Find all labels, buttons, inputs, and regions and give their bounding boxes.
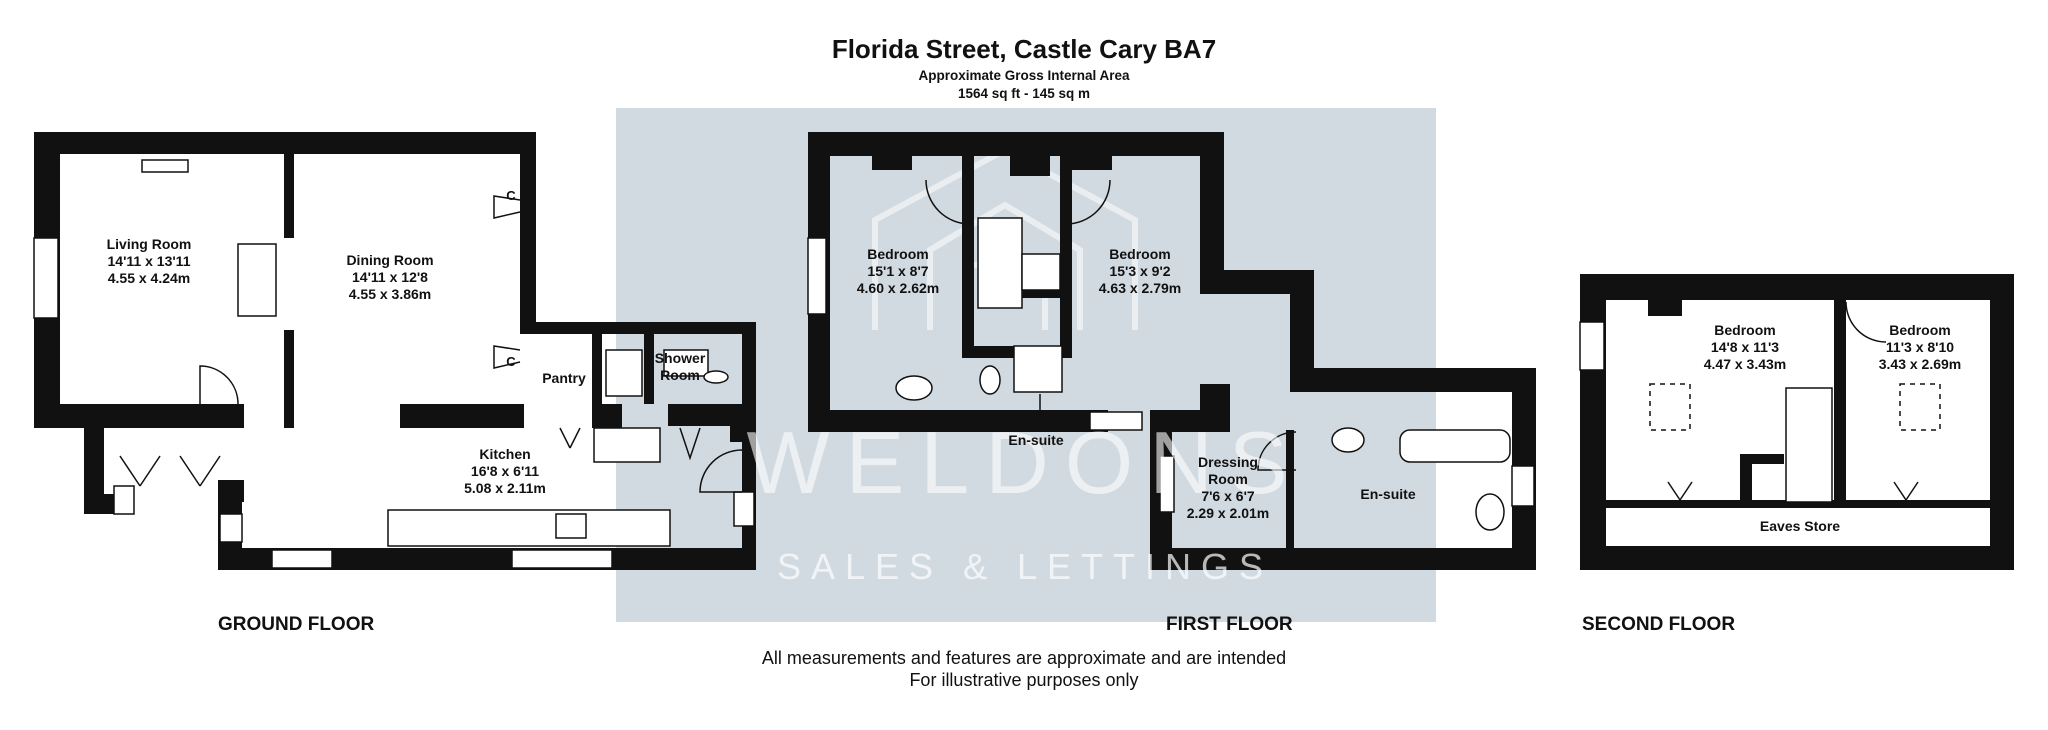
- watermark-brand: WELDONS: [746, 413, 1304, 512]
- disclaimer-line-1: All measurements and features are approx…: [761, 648, 1287, 668]
- room-name: Dining Room: [346, 252, 434, 268]
- room-name: Bedroom: [1714, 322, 1776, 338]
- ground-floor-doors: [119, 195, 743, 493]
- first-floor-ensuite-1-label: En-suite: [1008, 432, 1064, 448]
- first-floor-doors: [925, 179, 1297, 471]
- living-room-label: Living Room 14'11 x 13'11 4.55 x 4.24m: [94, 236, 204, 287]
- room-imperial: 16'8 x 6'11: [470, 463, 540, 479]
- room-metric: 4.63 x 2.79m: [1098, 280, 1182, 296]
- room-name: Bedroom: [867, 246, 929, 262]
- dressing-room-label: Dressing Room 7'6 x 6'7 2.29 x 2.01m: [1178, 454, 1278, 522]
- first-floor-bedroom-2-label: Bedroom 15'3 x 9'2 4.63 x 2.79m: [1090, 246, 1190, 297]
- room-name-line1: Shower: [654, 350, 706, 366]
- room-imperial: 7'6 x 6'7: [1201, 488, 1255, 504]
- room-name-line1: Dressing: [1198, 454, 1258, 470]
- room-metric: 2.29 x 2.01m: [1186, 505, 1270, 521]
- room-imperial: 14'11 x 13'11: [107, 253, 191, 269]
- disclaimer-line-2: For illustrative purposes only: [909, 670, 1139, 690]
- room-name: Bedroom: [1109, 246, 1171, 262]
- room-name-line2: Room: [1208, 471, 1248, 487]
- room-metric: 3.43 x 2.69m: [1878, 356, 1962, 372]
- room-name-line2: Room: [660, 367, 700, 383]
- cupboard-marker-lower: C: [506, 354, 516, 369]
- first-floor-bedroom-1-label: Bedroom 15'1 x 8'7 4.60 x 2.62m: [848, 246, 948, 297]
- room-imperial: 11'3 x 8'10: [1885, 339, 1955, 355]
- watermark-tagline: SALES & LETTINGS: [776, 546, 1274, 587]
- first-floor-ensuite-2-label: En-suite: [1360, 486, 1416, 502]
- room-metric: 4.55 x 3.86m: [348, 286, 432, 302]
- second-floor-bedroom-3-label: Bedroom 14'8 x 11'3 4.47 x 3.43m: [1690, 322, 1800, 373]
- shower-room-label: Shower Room: [650, 350, 710, 384]
- kitchen-label: Kitchen 16'8 x 6'11 5.08 x 2.11m: [450, 446, 560, 497]
- eaves-store-label: Eaves Store: [1759, 518, 1841, 534]
- room-imperial: 14'8 x 11'3: [1710, 339, 1780, 355]
- ground-floor-label: GROUND FLOOR: [218, 614, 375, 635]
- room-metric: 5.08 x 2.11m: [464, 480, 546, 496]
- cupboard-marker-upper: C: [506, 188, 516, 203]
- second-floor-fixtures: [1579, 321, 1941, 503]
- second-floor-plan: [1580, 274, 2014, 570]
- room-imperial: 14'11 x 12'8: [352, 269, 428, 285]
- area-caption: Approximate Gross Internal Area: [918, 68, 1130, 83]
- area-value: 1564 sq ft - 145 sq m: [957, 86, 1091, 101]
- second-floor-label: SECOND FLOOR: [1582, 614, 1736, 635]
- room-name: Bedroom: [1889, 322, 1951, 338]
- second-floor-doors: [1667, 301, 1919, 501]
- dining-room-label: Dining Room 14'11 x 12'8 4.55 x 3.86m: [330, 252, 450, 303]
- page-title: Florida Street, Castle Cary BA7: [831, 34, 1217, 64]
- room-metric: 4.60 x 2.62m: [856, 280, 940, 296]
- room-imperial: 15'1 x 8'7: [867, 263, 929, 279]
- room-metric: 4.55 x 4.24m: [107, 270, 191, 286]
- first-floor-fixtures: [807, 217, 1535, 531]
- room-metric: 4.47 x 3.43m: [1703, 356, 1787, 372]
- pantry-label: Pantry: [542, 370, 586, 386]
- ground-floor-plan: [34, 132, 756, 570]
- room-name: Kitchen: [479, 446, 531, 462]
- first-floor-label: FIRST FLOOR: [1166, 614, 1293, 635]
- ground-floor-fixtures: [33, 159, 755, 569]
- room-imperial: 15'3 x 9'2: [1109, 263, 1171, 279]
- room-name: Living Room: [106, 236, 192, 252]
- second-floor-bedroom-4-label: Bedroom 11'3 x 8'10 3.43 x 2.69m: [1870, 322, 1970, 373]
